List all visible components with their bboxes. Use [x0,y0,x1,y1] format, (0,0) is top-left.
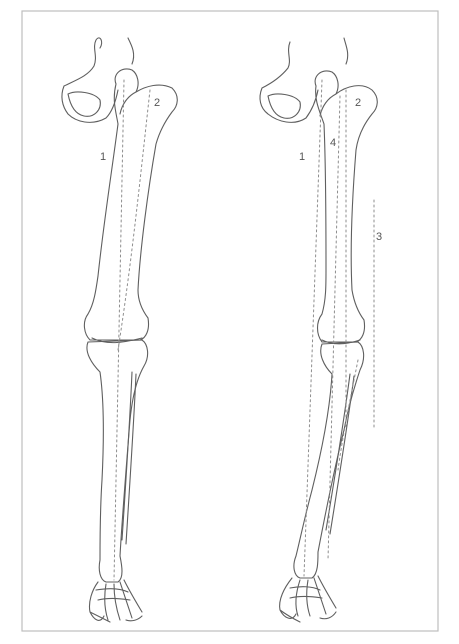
right-label-2: 2 [355,97,361,109]
left-pelvis-upper [128,38,134,64]
right-mechanical-axis [304,80,322,576]
left-fibula [122,372,136,544]
left-leg [62,38,177,622]
right-leg [260,38,377,622]
left-foot [89,580,142,622]
left-pelvis [62,38,118,122]
left-femur-neck [120,92,136,114]
right-foot [280,576,336,622]
right-label-1: 1 [299,151,305,163]
right-foot-tarsals [290,587,322,598]
left-anatomical-axis [118,90,150,350]
right-label-4: 4 [330,137,336,149]
left-tibia [87,340,148,582]
right-femoral-head-axis [328,96,340,560]
right-pelvis-upper [344,38,348,64]
right-femur-neck [320,94,336,116]
left-mechanical-axis [114,80,124,580]
right-label-3: 3 [376,231,382,243]
left-label-2: 2 [154,97,160,109]
left-label-1: 1 [100,151,106,163]
right-pelvis [260,42,318,122]
